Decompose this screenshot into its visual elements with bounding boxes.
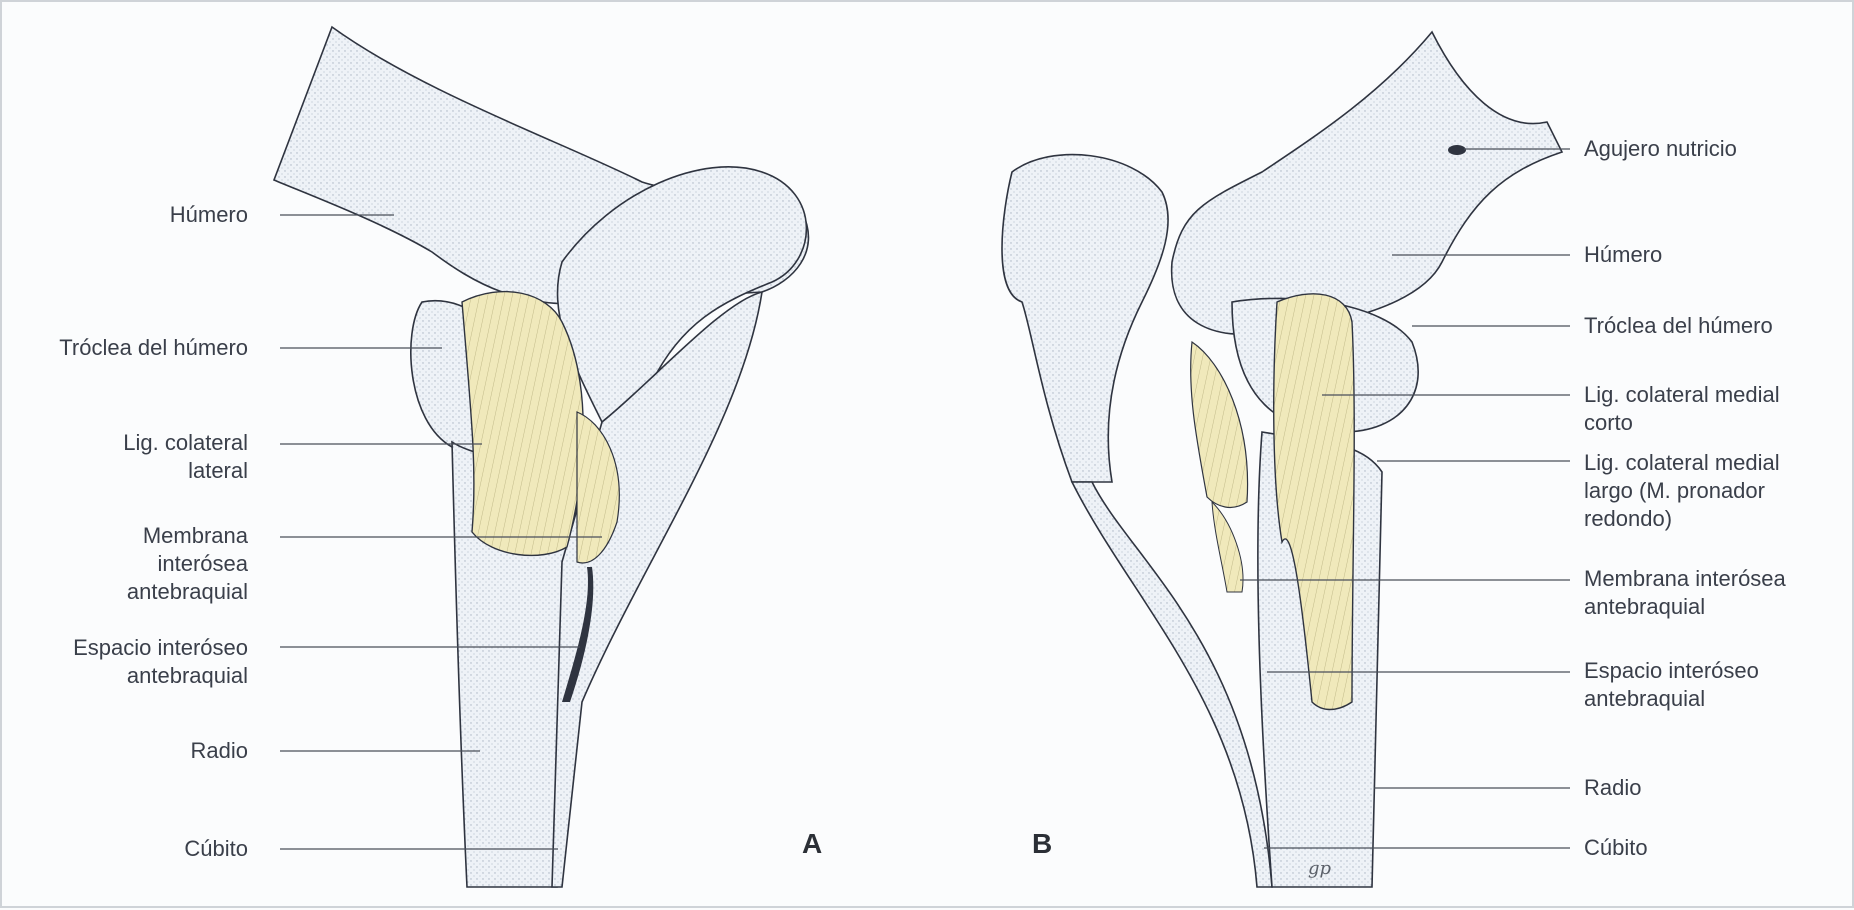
label-lig-colateral-corto-b: Lig. colateral medial corto bbox=[1584, 381, 1780, 437]
artist-signature: gp bbox=[1308, 858, 1331, 879]
label-radio-a: Radio bbox=[191, 737, 248, 765]
label-radio-b: Radio bbox=[1584, 774, 1641, 802]
label-troclea-a: Tróclea del húmero bbox=[59, 334, 248, 362]
panel-label-a: A bbox=[802, 828, 822, 860]
label-espacio-interoseo-b: Espacio interóseo antebraquial bbox=[1584, 657, 1759, 713]
label-lig-colateral-largo-b: Lig. colateral medial largo (M. pronador… bbox=[1584, 449, 1780, 533]
ulna-b bbox=[1072, 482, 1272, 887]
label-cubito-a: Cúbito bbox=[184, 835, 248, 863]
label-agujero-nutricio-b: Agujero nutricio bbox=[1584, 135, 1737, 163]
label-lig-colateral-lateral-a: Lig. colateral lateral bbox=[123, 429, 248, 485]
lateral-collateral-ligament-a bbox=[462, 292, 583, 556]
label-membrana-interosea-a: Membrana interósea antebraquial bbox=[127, 522, 248, 606]
olecranon-b bbox=[1002, 155, 1168, 482]
nutrient-foramen-b bbox=[1448, 145, 1466, 155]
label-membrana-interosea-b: Membrana interósea antebraquial bbox=[1584, 565, 1786, 621]
label-cubito-b: Cúbito bbox=[1584, 834, 1648, 862]
interosseous-membrane-b bbox=[1212, 502, 1243, 592]
label-espacio-interoseo-a: Espacio interóseo antebraquial bbox=[73, 634, 248, 690]
label-troclea-b: Tróclea del húmero bbox=[1584, 312, 1773, 340]
panel-label-b: B bbox=[1032, 828, 1052, 860]
humerus-b bbox=[1172, 32, 1562, 334]
label-humero-b: Húmero bbox=[1584, 241, 1662, 269]
panel-a-drawing bbox=[274, 27, 808, 887]
short-medial-collateral-ligament-b bbox=[1191, 342, 1248, 507]
label-humero-a: Húmero bbox=[170, 201, 248, 229]
panel-b-drawing bbox=[1002, 32, 1562, 887]
